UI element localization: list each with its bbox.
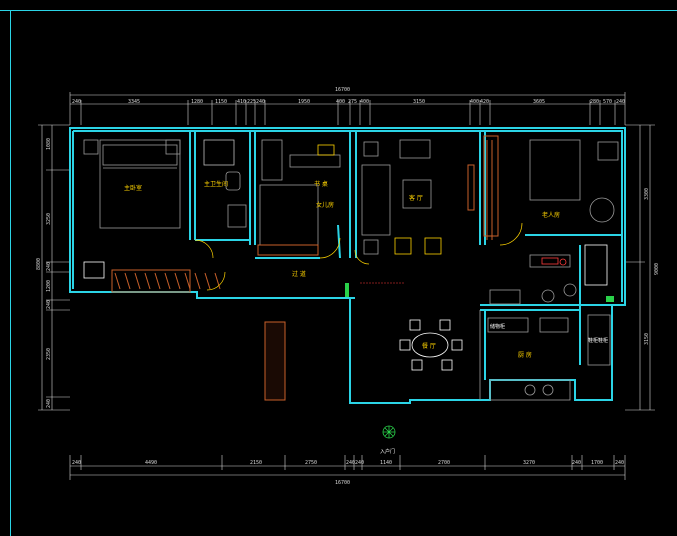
dim-right-1: 3300 — [644, 188, 650, 200]
dim-overall-bottom: 16700 — [335, 480, 350, 486]
dim-top-5: 410 — [237, 99, 246, 105]
entry-shoe-cabinet — [264, 321, 286, 401]
dim-bottom-3: 2150 — [250, 460, 262, 466]
label-study-corner: 书 桌 — [314, 180, 328, 188]
dim-top-7: 240 — [256, 99, 265, 105]
dimension-labels: 16700 16700 240 3345 1280 1150 410 225 2… — [36, 87, 660, 486]
dim-top-1: 240 — [72, 99, 81, 105]
sink — [227, 204, 247, 228]
dim-top-6: 225 — [247, 99, 256, 105]
dim-top-11: 400 — [360, 99, 369, 105]
tv-unit — [399, 139, 431, 159]
label-kitchen: 厨 房 — [518, 351, 532, 359]
dim-top-12: 3150 — [413, 99, 425, 105]
wardrobe-daughter — [261, 139, 283, 181]
dim-top-14: 420 — [480, 99, 489, 105]
elder-bed — [529, 139, 581, 201]
washbasin — [563, 283, 577, 297]
entrance-plant-icon — [382, 425, 396, 439]
walls — [69, 127, 626, 404]
dim-left-6: 2350 — [46, 348, 52, 360]
dim-bottom-5: 240 — [346, 460, 355, 466]
dim-left-2: 3250 — [46, 213, 52, 225]
dim-bottom-7: 1140 — [380, 460, 392, 466]
dim-bottom-10: 240 — [572, 460, 581, 466]
wood-elements — [111, 135, 499, 401]
dim-top-9: 400 — [336, 99, 345, 105]
dim-top-2: 3345 — [128, 99, 140, 105]
room-labels: 主卧室 主卫生间 书 桌 女儿房 客 厅 老人房 过 道 餐 厅 厨 房 入户门… — [124, 180, 608, 455]
master-bed — [99, 139, 181, 229]
dim-right-2: 3150 — [644, 333, 650, 345]
label-entrance: 入户门 — [380, 448, 395, 455]
dim-left-total: 8800 — [36, 258, 42, 270]
dim-top-10: 275 — [348, 99, 357, 105]
nightstand-left — [83, 139, 99, 155]
dim-left-7: 240 — [46, 399, 52, 408]
dim-left-3: 240 — [46, 262, 52, 271]
toilet — [225, 171, 241, 191]
stool — [83, 261, 105, 279]
dim-bottom-9: 3270 — [523, 460, 535, 466]
dim-bottom-1: 240 — [72, 460, 81, 466]
accents — [345, 257, 614, 302]
dim-top-4: 1150 — [215, 99, 227, 105]
dim-top-16: 280 — [590, 99, 599, 105]
dim-top-8: 1950 — [298, 99, 310, 105]
armchair — [589, 197, 615, 223]
label-living-room: 客 厅 — [409, 194, 423, 202]
dim-overall-top: 16700 — [335, 87, 350, 93]
dim-left-4: 1200 — [46, 280, 52, 292]
dim-top-15: 3605 — [533, 99, 545, 105]
viewport-frame-left — [10, 10, 11, 536]
label-corridor: 过 道 — [292, 270, 306, 278]
dim-left-1: 1080 — [46, 138, 52, 150]
label-master-bath: 主卫生间 — [204, 180, 228, 188]
dim-top-17: 570 — [603, 99, 612, 105]
master-wardrobe — [111, 269, 191, 293]
nightstand-right — [165, 139, 181, 155]
label-dining-room: 餐 厅 — [422, 342, 436, 350]
viewport-frame-top — [0, 10, 677, 11]
dim-top-3: 1280 — [191, 99, 203, 105]
sofa — [361, 164, 391, 236]
dim-bottom-11: 1700 — [591, 460, 603, 466]
coffee-table — [402, 179, 432, 209]
dim-right-total: 9000 — [654, 263, 660, 275]
dim-top-13: 400 — [470, 99, 479, 105]
label-master-bedroom: 主卧室 — [124, 184, 142, 192]
label-cabinet-a: 储物柜 — [490, 323, 505, 330]
dim-bottom-8: 2700 — [438, 460, 450, 466]
door-swings — [194, 222, 523, 291]
dining-table — [411, 332, 449, 358]
label-elder-room: 老人房 — [542, 211, 560, 219]
dim-bottom-2: 4490 — [145, 460, 157, 466]
label-cabinet-b: 鞋柜鞋柜 — [588, 337, 608, 344]
dimension-lines — [38, 92, 655, 480]
dim-bottom-6: 240 — [355, 460, 364, 466]
dim-top-18: 240 — [616, 99, 625, 105]
label-daughter-room: 女儿房 — [316, 201, 334, 209]
dim-left-5: 240 — [46, 300, 52, 309]
dim-bottom-4: 2750 — [305, 460, 317, 466]
daughter-bed — [259, 184, 319, 246]
furniture — [83, 139, 619, 401]
dim-bottom-12: 240 — [615, 460, 624, 466]
